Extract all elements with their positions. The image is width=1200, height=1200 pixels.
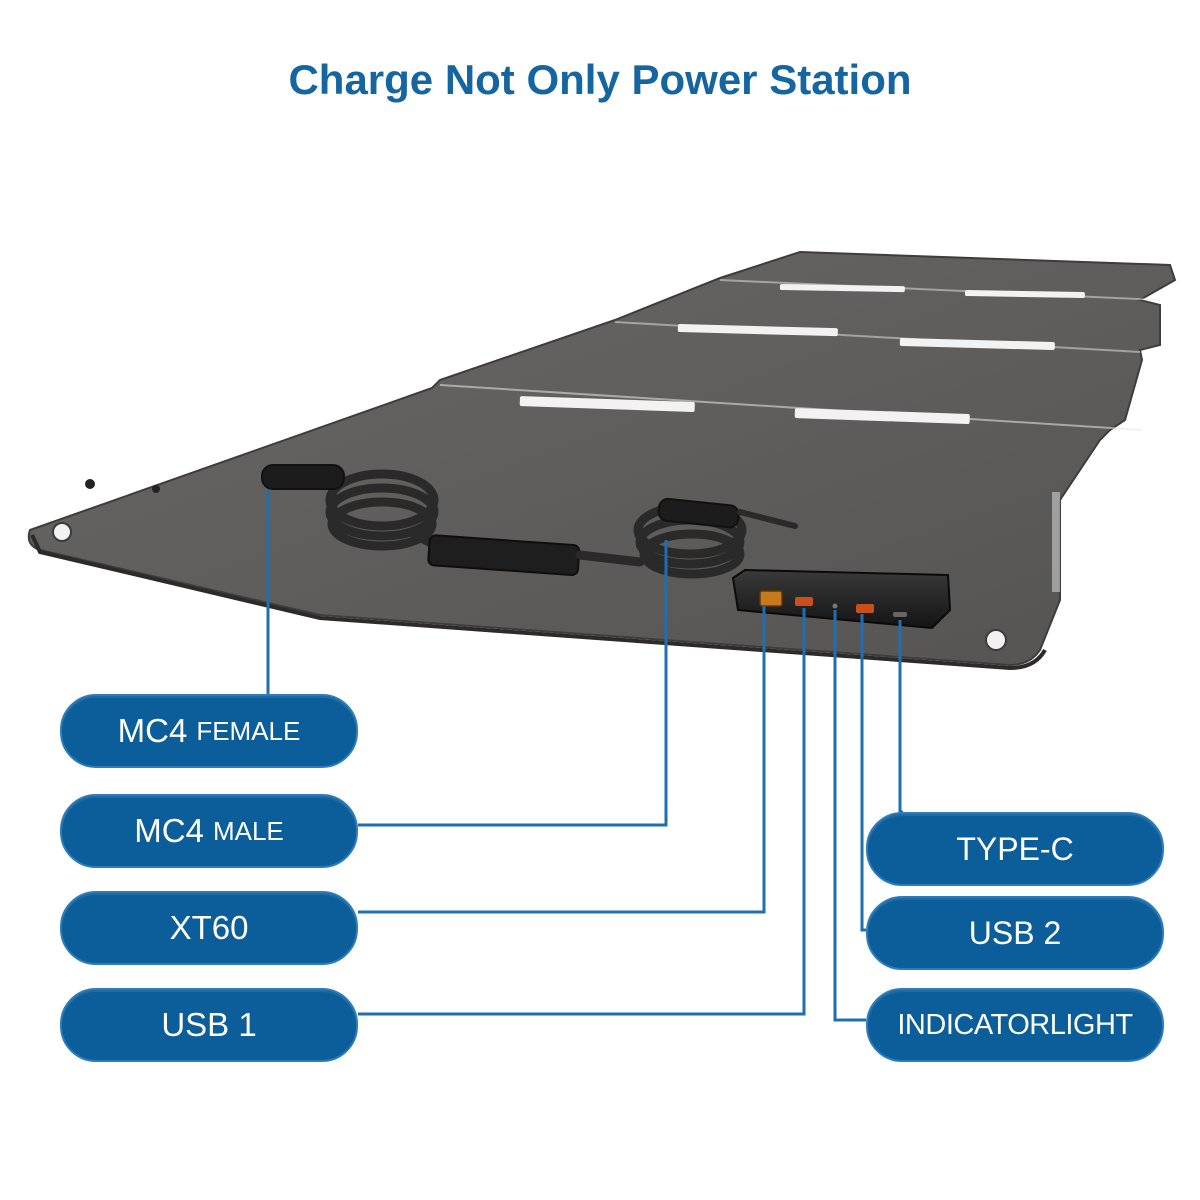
indicator-light [832, 603, 838, 609]
label-mc4-female-suffix: FEMALE [196, 715, 301, 746]
label-xt60: XT60 [60, 891, 358, 965]
usb2-port [856, 604, 874, 613]
mc4-male-cable [575, 497, 798, 579]
leader-line-usb1 [358, 608, 806, 1016]
usb1-port [795, 597, 813, 606]
xt60-port [759, 590, 783, 607]
leader-line-usb2 [860, 614, 866, 932]
output-junction-box [731, 568, 952, 630]
label-mc4-male-main: MC4 [134, 812, 204, 849]
solar-panel [27, 250, 1177, 671]
leader-line-xt60 [358, 606, 766, 914]
label-indicator-light: INDICATORLIGHT [866, 988, 1164, 1062]
leader-line-mc4-male [358, 540, 668, 827]
label-mc4-male-suffix: MALE [212, 815, 284, 846]
type-c-port [893, 612, 907, 617]
inline-controller [427, 534, 581, 576]
label-usb2: USB 2 [866, 896, 1164, 970]
label-type-c: TYPE-C [866, 812, 1164, 886]
mc4-female-cable [261, 464, 440, 551]
label-mc4-male: MC4 MALE [60, 794, 358, 868]
label-mc4-female-main: MC4 [117, 712, 188, 749]
leader-line-indicator [833, 610, 866, 1022]
label-mc4-female: MC4 FEMALE [60, 694, 358, 768]
page-title: Charge Not Only Power Station [288, 56, 912, 103]
label-usb1: USB 1 [60, 988, 358, 1062]
